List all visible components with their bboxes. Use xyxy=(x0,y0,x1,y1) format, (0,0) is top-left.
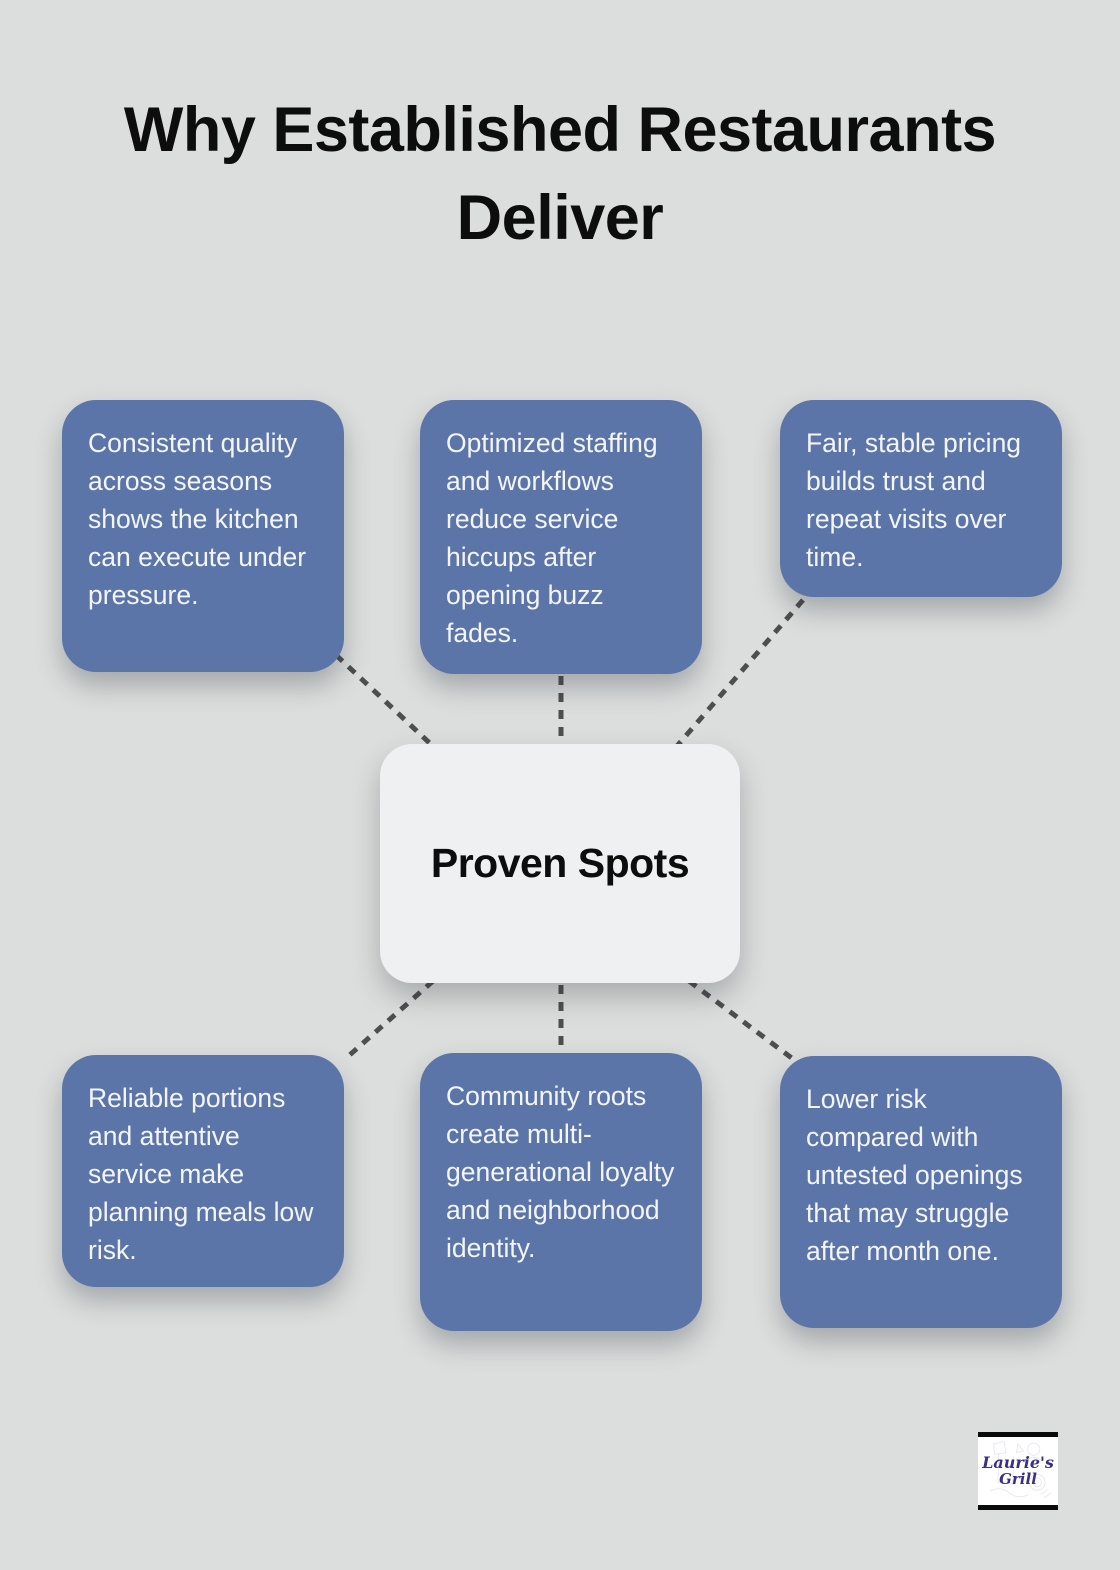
connector-bottom-left xyxy=(342,979,435,1062)
connector-top-right xyxy=(675,598,805,748)
logo-text: Laurie's Grill xyxy=(978,1437,1058,1505)
page-title: Why Established Restaurants Deliver xyxy=(123,95,997,254)
node-bottom-left-text: Reliable portions and attentive service … xyxy=(88,1083,314,1265)
logo-name-line1: Laurie's xyxy=(982,1452,1054,1472)
node-bottom-left: Reliable portions and attentive service … xyxy=(62,1055,344,1287)
node-top-left-text: Consistent quality across seasons shows … xyxy=(88,428,307,610)
node-top-left: Consistent quality across seasons shows … xyxy=(62,400,344,672)
logo-doodle-art-icon xyxy=(987,1440,1052,1499)
connector-top-left xyxy=(334,653,439,752)
node-bottom-right-text: Lower risk compared with untested openin… xyxy=(806,1084,1023,1266)
node-bottom-middle: Community roots create multi-generationa… xyxy=(420,1053,702,1331)
brand-logo: Laurie's Grill xyxy=(978,1432,1058,1510)
node-top-middle-text: Optimized staffing and workflows reduce … xyxy=(446,428,658,648)
node-bottom-middle-text: Community roots create multi-generationa… xyxy=(446,1081,675,1263)
center-hub: Proven Spots xyxy=(380,744,740,983)
center-hub-label: Proven Spots xyxy=(430,840,690,886)
node-bottom-right: Lower risk compared with untested openin… xyxy=(780,1056,1062,1328)
connector-bottom-right xyxy=(687,979,799,1064)
node-top-middle: Optimized staffing and workflows reduce … xyxy=(420,400,702,674)
node-top-right: Fair, stable pricing builds trust and re… xyxy=(780,400,1062,597)
logo-name-line2: Grill xyxy=(999,1469,1037,1488)
node-top-right-text: Fair, stable pricing builds trust and re… xyxy=(806,428,1022,572)
